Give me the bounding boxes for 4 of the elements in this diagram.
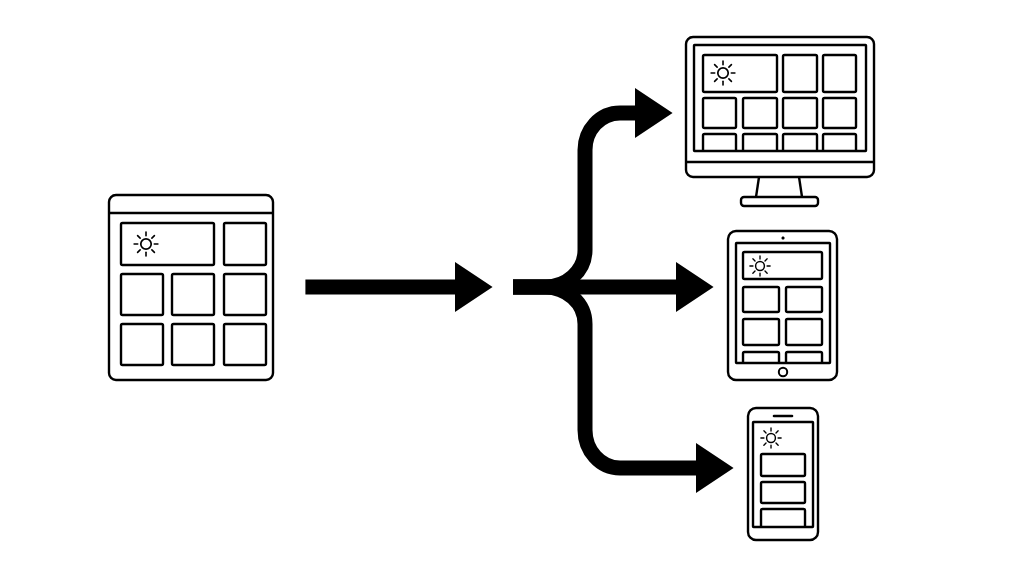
monitor-illustration	[684, 35, 876, 208]
tablet-illustration	[726, 229, 839, 382]
phone-illustration	[746, 406, 820, 542]
web-page-illustration	[107, 193, 275, 382]
